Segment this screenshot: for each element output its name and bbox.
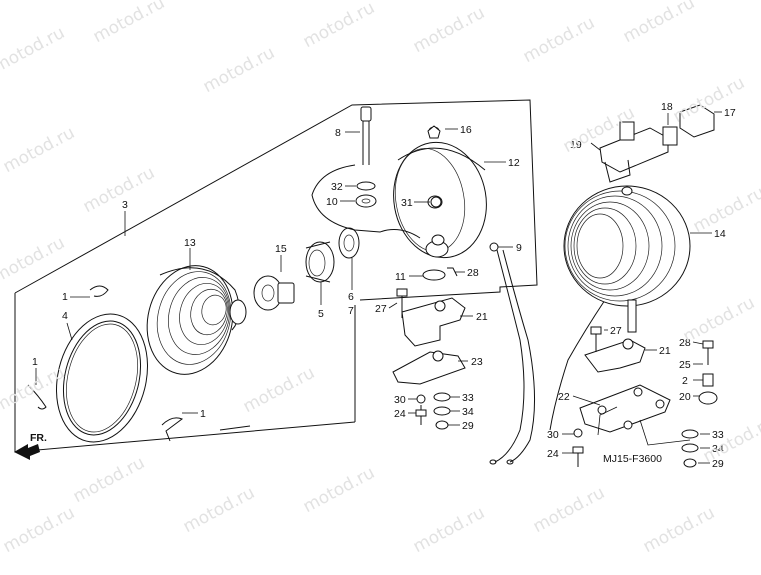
- part-label-33: 33: [712, 429, 724, 441]
- part-label-28: 28: [679, 337, 691, 349]
- bracket-lower-right: [579, 384, 671, 433]
- light-switch-unit: [599, 104, 715, 183]
- part-label-17: 17: [724, 107, 736, 119]
- part-label-14: 14: [714, 228, 726, 240]
- clips: [27, 285, 184, 442]
- mounting-bolt: [355, 106, 377, 208]
- part-label-30: 30: [547, 429, 559, 441]
- part-label-12: 12: [508, 157, 520, 169]
- part-label-21: 21: [476, 311, 488, 323]
- part-label-20: 20: [679, 391, 691, 403]
- part-label-18: 18: [661, 101, 673, 113]
- wire-harness: [311, 164, 606, 465]
- fasteners: [396, 288, 718, 468]
- part-label-5: 5: [318, 308, 324, 320]
- part-label-24: 24: [547, 448, 559, 460]
- part-label-30: 30: [394, 394, 406, 406]
- bulb-socket: [305, 241, 335, 283]
- part-label-9: 9: [516, 242, 522, 254]
- part-label-7: 7: [348, 305, 354, 317]
- part-label-6: 6: [348, 291, 354, 303]
- part-label-22: 22: [558, 391, 570, 403]
- rim-ring: [56, 313, 148, 443]
- part-label-1: 1: [62, 291, 68, 303]
- part-label-21: 21: [659, 345, 671, 357]
- part-label-1: 1: [32, 356, 38, 368]
- part-label-33: 33: [462, 392, 474, 404]
- part-label-24: 24: [394, 408, 406, 420]
- part-label-29: 29: [712, 458, 724, 470]
- part-labels: 1 1 1 3 4 13 15 5 6 7 8 32 10 16 12 31 9…: [32, 101, 736, 470]
- part-label-8: 8: [335, 127, 341, 139]
- part-label-34: 34: [462, 406, 474, 418]
- front-direction-label: FR.: [30, 432, 47, 444]
- part-label-3: 3: [122, 199, 128, 211]
- part-label-19: 19: [570, 139, 582, 151]
- part-label-29: 29: [462, 420, 474, 432]
- part-label-2: 2: [682, 375, 688, 387]
- headlight-unit: [146, 265, 247, 375]
- part-label-25: 25: [679, 359, 691, 371]
- part-label-27: 27: [610, 325, 622, 337]
- front-direction-arrow: FR.: [14, 432, 47, 460]
- part-label-10: 10: [326, 196, 338, 208]
- part-label-27: 27: [375, 303, 387, 315]
- part-label-32: 32: [331, 181, 343, 193]
- bracket-lower-left: [392, 350, 466, 385]
- part-label-11: 11: [395, 271, 406, 283]
- bracket-upper-left: [401, 297, 466, 347]
- bracket-upper-right: [584, 338, 646, 373]
- part-label-15: 15: [275, 243, 287, 255]
- small-hardware: [422, 125, 499, 281]
- socket-boot: [338, 227, 360, 259]
- part-label-1: 1: [200, 408, 206, 420]
- callout-lines: [35, 111, 722, 464]
- part-label-13: 13: [184, 237, 196, 249]
- part-label-28: 28: [467, 267, 479, 279]
- headlight-assembled: [563, 185, 691, 333]
- part-label-16: 16: [460, 124, 472, 136]
- part-label-34: 34: [712, 443, 724, 455]
- headlight-bulb: [253, 275, 295, 311]
- part-label-4: 4: [62, 310, 68, 322]
- diagram-code: MJ15-F3600: [603, 453, 662, 465]
- part-label-23: 23: [471, 356, 483, 368]
- part-label-31: 31: [401, 197, 413, 209]
